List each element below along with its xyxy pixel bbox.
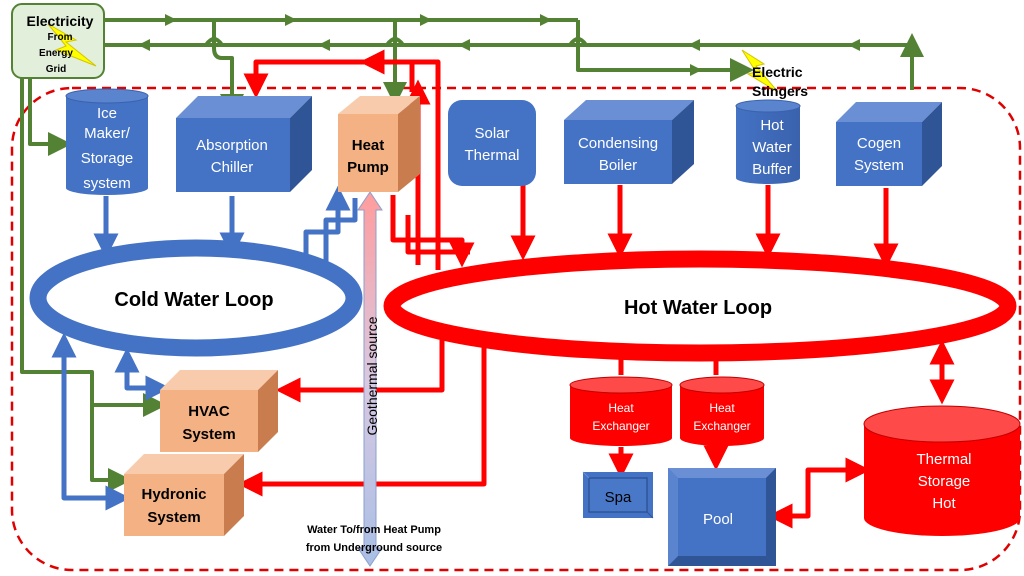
electricity-title: Electricity [27, 13, 94, 29]
svg-text:system: system [83, 175, 131, 192]
electric-flow-arrows [138, 14, 860, 76]
spa: Spa [582, 471, 654, 519]
hot-water-buffer: Hot Water Buffer [735, 99, 801, 184]
cold-water-loop-label: Cold Water Loop [114, 289, 273, 311]
cogen-system: Cogen System [836, 102, 942, 186]
lightning-icon [47, 23, 97, 67]
heat-exchanger-1: Heat Exchanger [569, 376, 673, 446]
electric-crossovers [204, 37, 588, 47]
svg-text:Water To/from Heat Pump: Water To/from Heat Pump [307, 524, 441, 536]
svg-text:Thermal: Thermal [916, 451, 971, 468]
svg-text:Heat: Heat [608, 401, 634, 415]
svg-text:Hot: Hot [760, 117, 784, 134]
svg-text:Thermal: Thermal [464, 147, 519, 164]
svg-text:Boiler: Boiler [599, 157, 637, 174]
electricity-source: Electricity From Energy Grid [11, 3, 105, 79]
hot-water-loop [383, 250, 1017, 362]
condensing-boiler: Condensing Boiler [564, 100, 694, 184]
site-boundary [10, 86, 1022, 572]
svg-text:from Underground source: from Underground source [306, 542, 442, 554]
svg-text:Storage: Storage [81, 150, 134, 167]
electric-stingers-line1: Electric [752, 64, 803, 80]
thermal-storage-hot: Thermal Storage Hot [863, 405, 1021, 536]
electric-stingers: Electric Stingers [741, 49, 808, 99]
electricity-grid: Grid [46, 64, 67, 75]
svg-text:Water: Water [752, 139, 791, 156]
pool: Pool [668, 468, 776, 566]
electric-stingers-line2: Stingers [752, 83, 808, 99]
svg-text:Exchanger: Exchanger [693, 419, 750, 433]
svg-text:Pool: Pool [703, 511, 733, 528]
cold-water-loop [29, 239, 363, 357]
svg-text:Hot: Hot [932, 495, 956, 512]
hot-lines [237, 49, 955, 529]
svg-text:Condensing: Condensing [578, 135, 658, 152]
svg-text:Storage: Storage [918, 473, 971, 490]
svg-text:Maker/: Maker/ [84, 125, 131, 142]
svg-text:Absorption: Absorption [196, 137, 268, 154]
svg-text:Cogen: Cogen [857, 135, 901, 152]
stinger-lightning-icon [741, 49, 779, 93]
geothermal-label: Geothermal source [364, 316, 380, 435]
svg-text:Solar: Solar [474, 125, 509, 142]
svg-text:Buffer: Buffer [752, 161, 792, 178]
hvac-system: HVAC System [160, 370, 278, 452]
svg-text:System: System [182, 426, 235, 443]
hot-water-loop-label: Hot Water Loop [624, 297, 772, 319]
solar-thermal: Solar Thermal [448, 100, 536, 186]
svg-text:Exchanger: Exchanger [592, 419, 649, 433]
hydronic-system: Hydronic System [124, 454, 244, 536]
svg-text:Spa: Spa [605, 489, 632, 506]
heat-exchanger-2: Heat Exchanger [679, 376, 765, 446]
svg-text:Heat: Heat [709, 401, 735, 415]
svg-text:Chiller: Chiller [211, 159, 254, 176]
electricity-energy: Energy [39, 48, 73, 59]
ice-maker-storage: Ice Maker/ Storage system [65, 88, 149, 195]
electricity-from: From [48, 32, 73, 43]
svg-text:Hydronic: Hydronic [141, 486, 206, 503]
svg-text:Pump: Pump [347, 159, 389, 176]
svg-text:HVAC: HVAC [188, 403, 230, 420]
svg-text:System: System [147, 509, 200, 526]
absorption-chiller: Absorption Chiller [176, 96, 312, 192]
geothermal-arrow: Geothermal source [357, 191, 383, 567]
underground-note: Water To/from Heat Pump from Underground… [306, 524, 442, 554]
heat-pump: Heat Pump [338, 96, 420, 192]
svg-text:Heat: Heat [352, 137, 385, 154]
svg-text:System: System [854, 157, 904, 174]
cold-lines [51, 185, 358, 511]
svg-text:Ice: Ice [97, 105, 117, 122]
